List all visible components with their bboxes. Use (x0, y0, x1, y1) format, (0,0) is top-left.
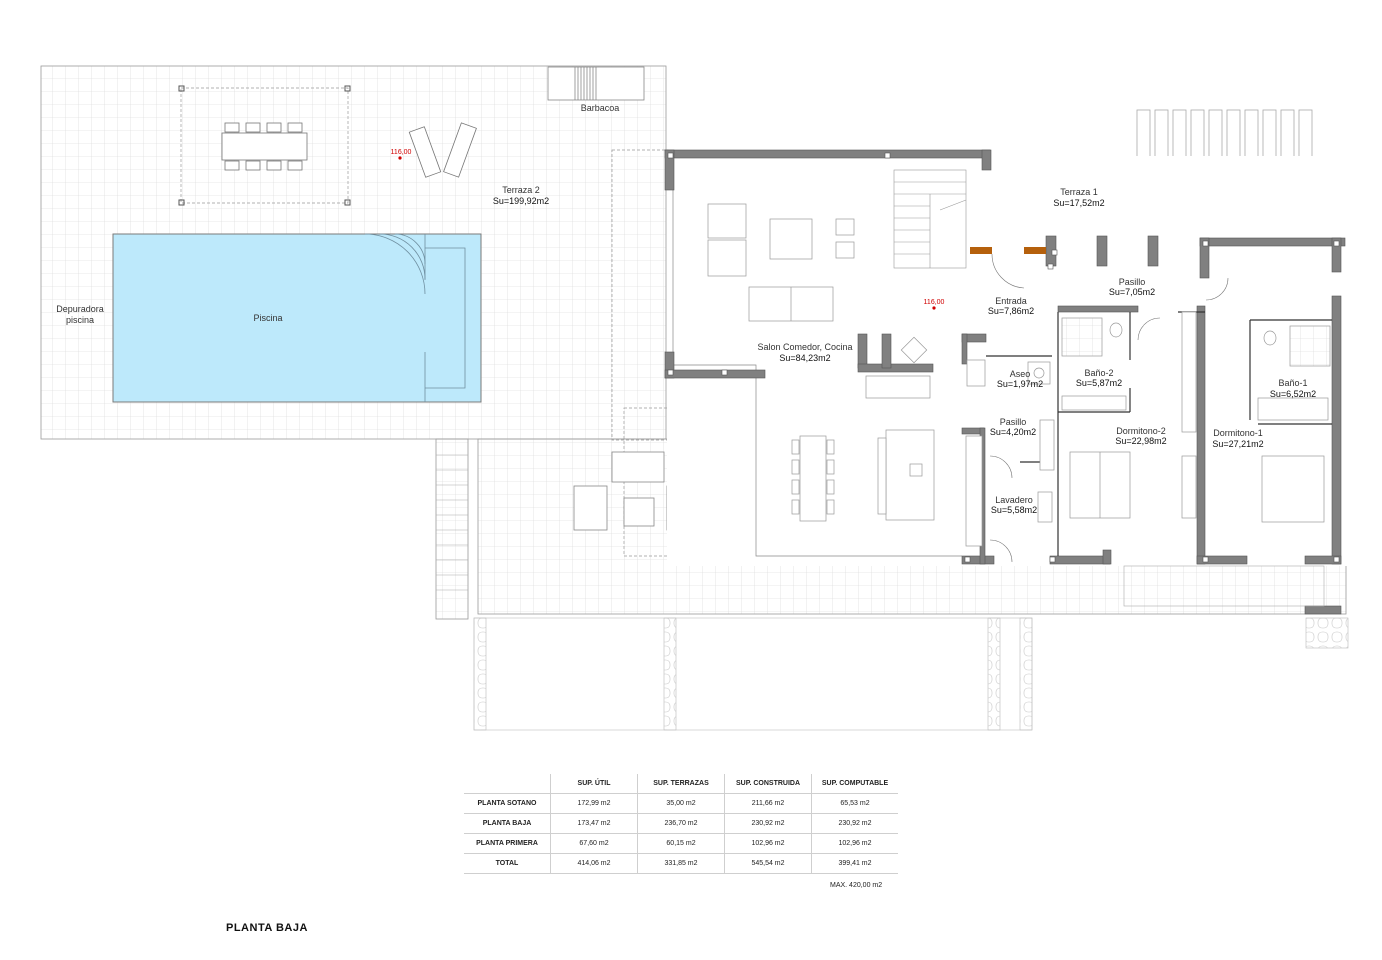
table-corner (464, 774, 551, 794)
barbacoa-unit (547, 66, 645, 101)
row-header: TOTAL (464, 853, 551, 874)
room-label: Aseo (1010, 369, 1031, 379)
table-cell: 172,99 m2 (550, 793, 638, 814)
room-label: Terraza 2 (502, 185, 540, 195)
room-area: Su=5,58m2 (991, 505, 1037, 515)
interior-partitions (986, 311, 1332, 556)
table-cell: 67,60 m2 (550, 833, 638, 854)
max-area-note: MAX. 420,00 m2 (830, 882, 883, 889)
dining-kitchen-icon (791, 429, 983, 547)
row-header: PLANTA BAJA (464, 813, 551, 834)
table-cell: 35,00 m2 (637, 793, 725, 814)
room-label: Baño-2 (1084, 368, 1113, 378)
room-label: Dormitono-2 (1116, 426, 1166, 436)
parking-stripes (1136, 109, 1313, 159)
table-header-row: SUP. ÚTIL SUP. TERRAZAS SUP. CONSTRUIDA … (464, 774, 898, 794)
column-header: SUP. COMPUTABLE (811, 774, 898, 794)
column-header: SUP. ÚTIL (550, 774, 638, 794)
table-cell: 331,85 m2 (637, 853, 725, 874)
room-label: Terraza 1 (1060, 187, 1098, 197)
pool-label: Piscina (253, 313, 282, 323)
table-cell: 211,66 m2 (724, 793, 812, 814)
table-cell: 102,96 m2 (811, 833, 898, 854)
room-label: Barbacoa (581, 103, 620, 113)
room-area: Su=1,97m2 (997, 379, 1043, 389)
living-furniture-icon (707, 203, 931, 399)
table-row: TOTAL 414,06 m2 331,85 m2 545,54 m2 399,… (464, 853, 898, 874)
column-header: SUP. TERRAZAS (637, 774, 725, 794)
table-cell: 399,41 m2 (811, 853, 898, 874)
table-cell: 545,54 m2 (724, 853, 812, 874)
room-label: Pasillo (1000, 417, 1027, 427)
row-header: PLANTA PRIMERA (464, 833, 551, 854)
room-area: Su=199,92m2 (493, 196, 549, 206)
room-area: Su=17,52m2 (1053, 198, 1104, 208)
room-label: Baño-1 (1278, 378, 1307, 388)
entry-door-accents (970, 247, 1046, 254)
column-header: SUP. CONSTRUIDA (724, 774, 812, 794)
pool (112, 233, 482, 403)
room-area: Su=6,52m2 (1270, 389, 1316, 399)
garden-paths (473, 617, 1349, 731)
level-mark: 116,00 (391, 149, 412, 156)
house-walls (664, 149, 1346, 615)
room-area: Su=4,20m2 (990, 427, 1036, 437)
table-cell: 65,53 m2 (811, 793, 898, 814)
room-label: Depuradora (56, 304, 104, 314)
bed-icon (1069, 311, 1325, 523)
table-cell: 236,70 m2 (637, 813, 725, 834)
table-cell: 173,47 m2 (550, 813, 638, 834)
row-header: PLANTA SOTANO (464, 793, 551, 814)
table-cell: 414,06 m2 (550, 853, 638, 874)
area-summary-table: SUP. ÚTIL SUP. TERRAZAS SUP. CONSTRUIDA … (464, 774, 898, 874)
room-label: Entrada (995, 296, 1027, 306)
door-swings (989, 253, 1229, 563)
room-area: Su=84,23m2 (779, 353, 830, 363)
wall-columns (667, 152, 1340, 563)
table-row: PLANTA SOTANO 172,99 m2 35,00 m2 211,66 … (464, 793, 898, 814)
table-cell: 60,15 m2 (637, 833, 725, 854)
sunbed-icon (408, 122, 477, 178)
table-cell: 230,92 m2 (811, 813, 898, 834)
table-cell: 102,96 m2 (724, 833, 812, 854)
table-cell: 230,92 m2 (724, 813, 812, 834)
outdoor-dining-table-icon (221, 122, 308, 171)
room-area: Su=7,86m2 (988, 306, 1034, 316)
glazing-line (672, 190, 962, 557)
room-area: Su=27,21m2 (1212, 439, 1263, 449)
room-label: piscina (66, 315, 94, 325)
table-row: PLANTA BAJA 173,47 m2 236,70 m2 230,92 m… (464, 813, 898, 834)
room-label: Pasillo (1119, 277, 1146, 287)
room-label: Dormitono-1 (1213, 428, 1263, 438)
level-mark: 116,00 (924, 299, 945, 306)
table-row: PLANTA PRIMERA 67,60 m2 60,15 m2 102,96 … (464, 833, 898, 854)
room-area: Su=22,98m2 (1115, 436, 1166, 446)
plan-title: PLANTA BAJA (226, 922, 308, 934)
room-label: Lavadero (995, 495, 1033, 505)
room-area: Su=5,87m2 (1076, 378, 1122, 388)
exterior-stairs (436, 454, 468, 591)
interior-staircase (893, 169, 967, 269)
room-area: Su=7,05m2 (1109, 287, 1155, 297)
room-label: Salon Comedor, Cocina (757, 342, 852, 352)
bathroom-fixtures-icon (966, 317, 1331, 523)
